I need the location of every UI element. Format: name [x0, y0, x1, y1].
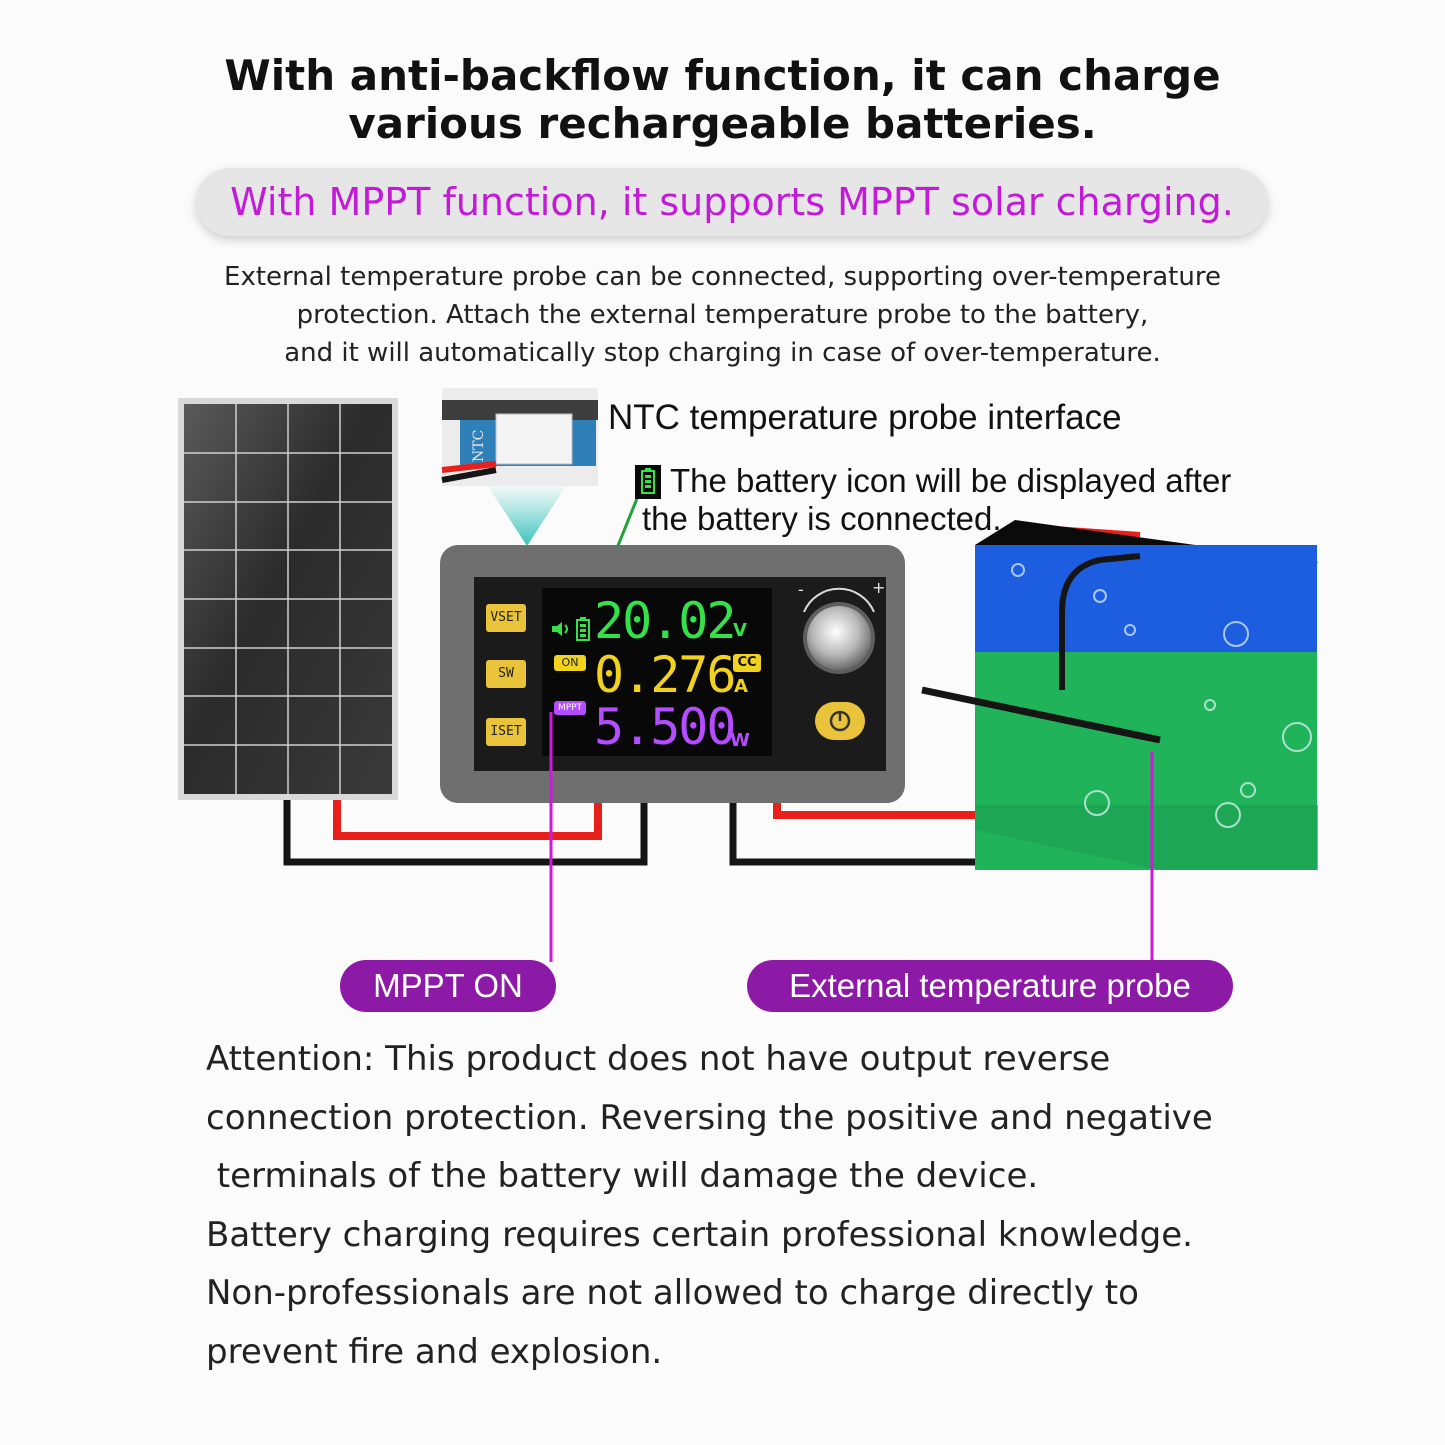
current-unit: A — [734, 676, 748, 697]
solar-panel — [178, 398, 398, 800]
solar-positive-wire — [333, 800, 602, 840]
power-unit: W — [730, 730, 750, 751]
voltage-unit: V — [733, 620, 747, 641]
battery-icon — [576, 617, 590, 641]
battery-pack — [975, 520, 1318, 870]
mppt-on-label: MPPT ON — [340, 960, 556, 1012]
mppt-banner — [196, 168, 1268, 236]
attention-line-2: connection protection. Reversing the pos… — [206, 1097, 1213, 1138]
ntc-connector-inset: NTC — [441, 388, 598, 486]
power-icon — [829, 710, 851, 732]
knob-plus-mark: + — [872, 578, 886, 597]
external-probe-label: External temperature probe — [747, 960, 1233, 1012]
headline: With anti-backflow function, it can char… — [0, 52, 1445, 148]
intro-line-3: and it will automatically stop charging … — [284, 338, 1161, 368]
sw-button[interactable]: SW — [486, 660, 526, 688]
intro-paragraph: External temperature probe can be connec… — [0, 258, 1445, 372]
ntc-callout: NTC temperature probe interface — [608, 398, 1122, 437]
ntc-board-mark: NTC — [471, 430, 487, 462]
battery-icon — [641, 468, 655, 494]
battery-icon-note-line-2: the battery is connected. — [642, 500, 1002, 537]
ntc-pointer-beam — [488, 486, 566, 546]
ntc-connector — [495, 413, 573, 465]
battery-icon-note-line-1: The battery icon will be displayed after — [670, 462, 1232, 499]
battery-upper-color — [975, 545, 1317, 652]
cc-mode-badge: CC — [733, 654, 761, 672]
lcd-display — [542, 588, 772, 756]
attention-line-6: prevent fire and explosion. — [206, 1331, 663, 1372]
attention-line-1: Attention: This product does not have ou… — [206, 1039, 1111, 1079]
output-status-badge: ON — [554, 655, 586, 671]
mppt-banner-text: With MPPT function, it supports MPPT sol… — [230, 180, 1234, 224]
attention-notice: Attention: This product does not have ou… — [206, 1030, 1213, 1382]
attention-line-5: Non-professionals are not allowed to cha… — [206, 1273, 1139, 1314]
power-button[interactable] — [815, 702, 865, 740]
intro-line-2: protection. Attach the external temperat… — [296, 300, 1149, 330]
intro-line-1: External temperature probe can be connec… — [224, 262, 1221, 292]
speaker-icon — [550, 620, 572, 638]
knob-minus-mark: - — [798, 580, 804, 599]
adjust-knob[interactable] — [796, 582, 882, 682]
solar-panel-grid — [184, 404, 392, 794]
power-readout: 5.500 — [594, 698, 737, 756]
battery-icon-callout-badge — [635, 465, 661, 499]
attention-line-4: Battery charging requires certain profes… — [206, 1214, 1193, 1255]
attention-line-3: terminals of the battery will damage the… — [206, 1156, 1039, 1197]
iset-button[interactable]: ISET — [486, 718, 526, 746]
temperature-probe-cable — [921, 686, 1161, 744]
mppt-badge: MPPT — [554, 701, 586, 715]
battery-bubbles — [1011, 563, 1312, 828]
current-readout: 0.276 — [594, 646, 737, 704]
voltage-readout: 20.02 — [594, 592, 737, 650]
vset-button[interactable]: VSET — [486, 604, 526, 632]
headline-line-1: With anti-backflow function, it can char… — [224, 51, 1221, 100]
headline-line-2: various rechargeable batteries. — [348, 99, 1097, 148]
solar-negative-wire — [283, 800, 648, 866]
